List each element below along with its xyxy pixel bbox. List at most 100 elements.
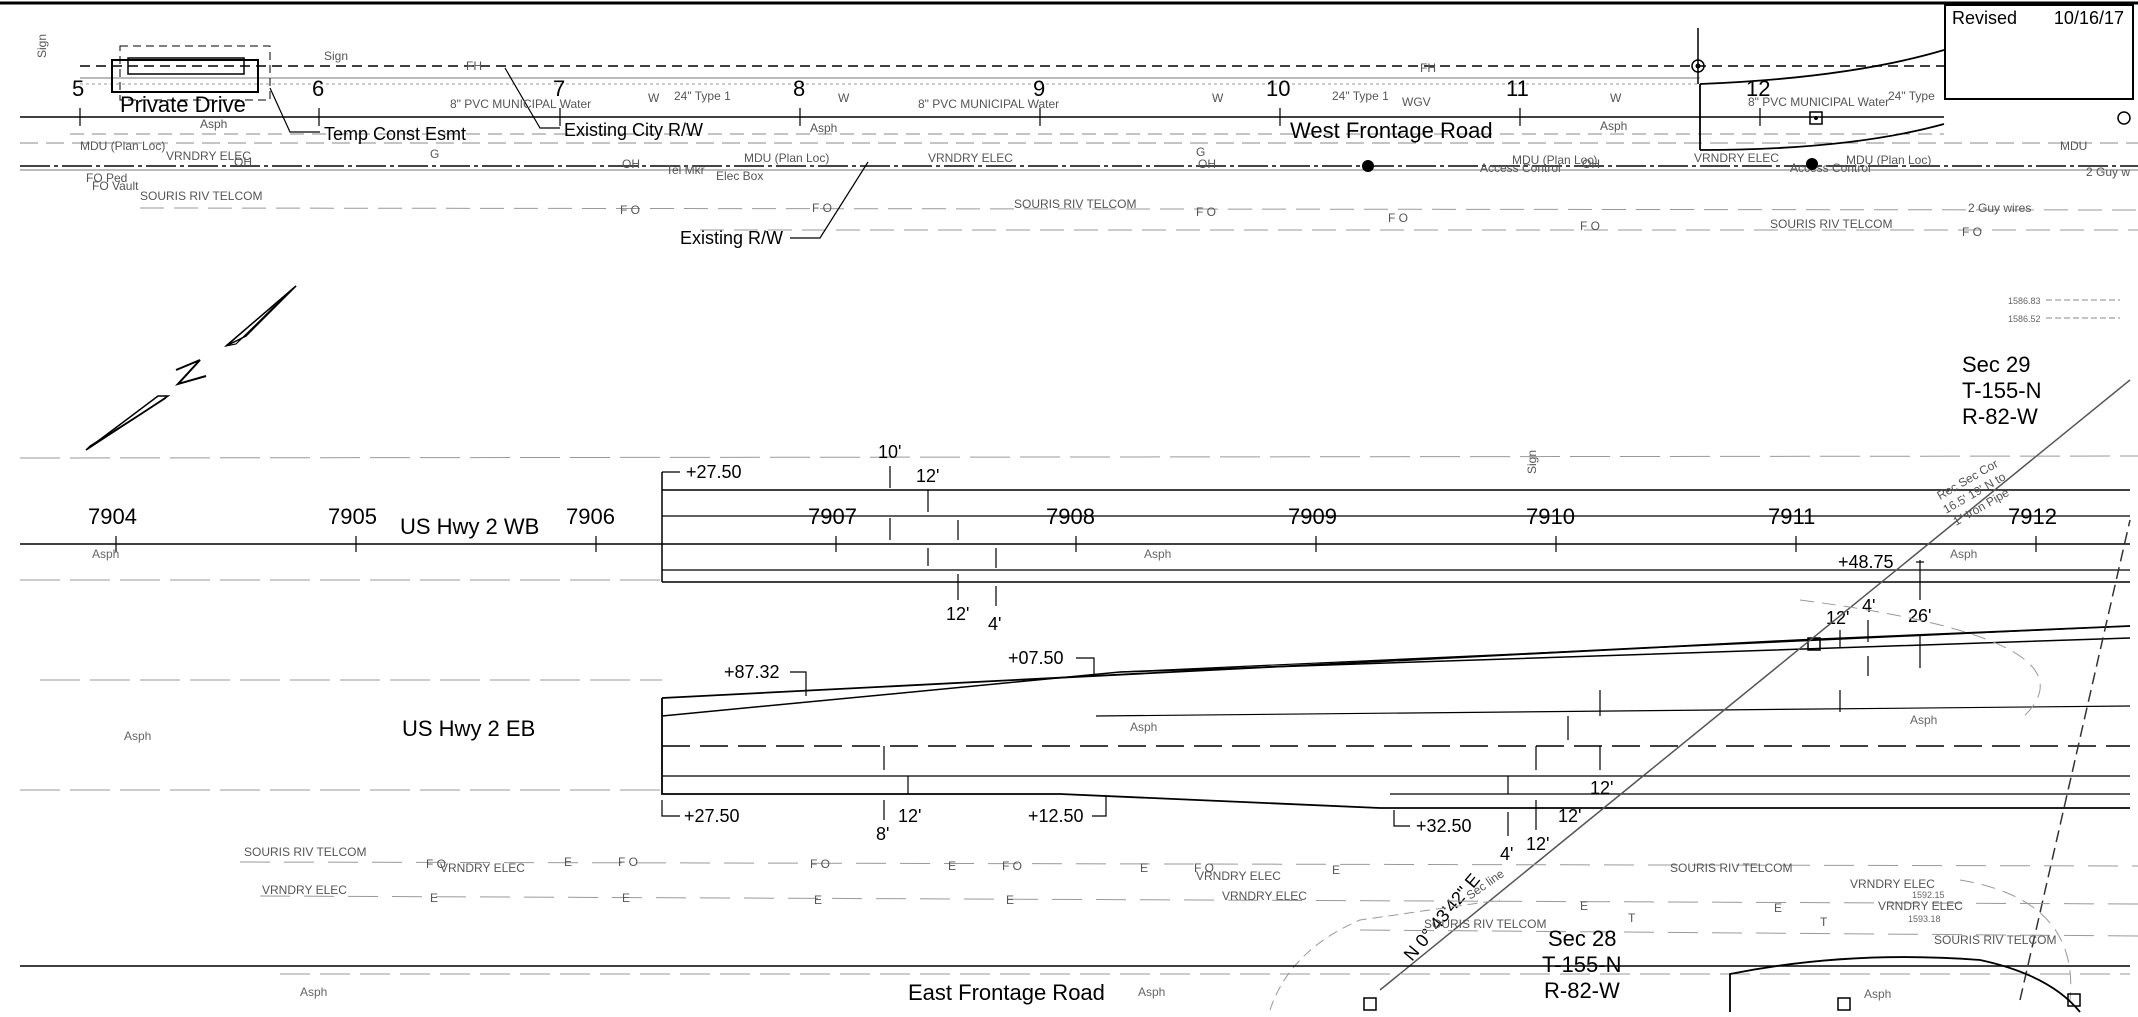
utility-label: Asph [1600,119,1627,133]
revised-date: 10/16/17 [2053,8,2124,28]
utility-label: E [1140,861,1148,875]
dim-label: 12' [946,604,969,624]
utility-label: VRNDRY ELEC [440,861,525,875]
sec28-township: T-155-N [1542,952,1621,977]
offset-label: +32.50 [1416,816,1472,836]
station-7905: 7905 [328,504,377,529]
station-7912: 7912 [2008,504,2057,529]
utility-label: MDU (Plan Loc) [744,151,829,165]
utility-label: Access Control [1480,161,1561,175]
offset-label: +48.75 [1838,552,1894,572]
elevation-label: 1586.52 [2008,314,2041,324]
utility-label: SOURIS RIV TELCOM [244,845,366,859]
station-7906: 7906 [566,504,615,529]
asph-label: Asph [1864,987,1891,1001]
station-11: 11 [1506,76,1529,101]
utility-label: F O [1196,205,1216,219]
existing-rw-callout: Existing R/W [680,228,783,248]
station-7909: 7909 [1288,504,1337,529]
utility-label: Sign [324,49,348,63]
dim-label: 4' [988,614,1001,634]
private-drive-label: Private Drive [120,92,246,117]
utility-label: VRNDRY ELEC [1196,869,1281,883]
asph-label: Asph [1138,985,1165,999]
dim-label: 12' [1526,834,1549,854]
dim-label: 26' [1908,606,1931,626]
sign-label: Sign [1525,450,1539,474]
utility-label: OH [622,157,640,171]
offset-label: +27.50 [684,806,740,826]
frontage-road-curve [1699,49,1945,85]
utility-label: VRNDRY ELEC [1222,889,1307,903]
station-10: 10 [1266,76,1290,101]
asph-label: Asph [1910,713,1937,727]
dim-label: 8' [876,824,889,844]
utility-label: F O [1194,861,1214,875]
utility-label: 8" PVC MUNICIPAL Water [1748,95,1889,109]
asph-label: Asph [300,985,327,999]
utility-label: Elec Box [716,169,763,183]
utility-label: 24" Type 1 [1332,89,1389,103]
station-7908: 7908 [1046,504,1095,529]
offset-label: +27.50 [686,462,742,482]
station-7: 7 [553,76,565,101]
utility-label: SOURIS RIV TELCOM [1770,217,1892,231]
utility-label: SOURIS RIV TELCOM [1934,933,2056,947]
utility-label: F O [1962,225,1982,239]
dim-label: 4' [1862,596,1875,616]
utility-label: 8" PVC MUNICIPAL Water [450,97,591,111]
utility-label: MDU (Plan Loc) [80,139,165,153]
elevation-label: 1586.83 [2008,296,2041,306]
offset-label: +07.50 [1008,648,1064,668]
dim-label: 12' [916,466,939,486]
asph-label: Asph [1130,720,1157,734]
dim-label: 12' [1558,806,1581,826]
utility-label: F O [812,201,832,215]
sec28-range: R-82-W [1544,978,1620,1003]
utility-label: WGV [1402,95,1431,109]
utility-label: 2 Guy wires [1968,201,2031,215]
station-5: 5 [72,76,84,101]
elevation-label: 1593.18 [1908,914,1941,924]
utility-label: 24" Type 1 [674,89,731,103]
utility-label: T [1820,915,1828,929]
utility-label: FH [466,59,482,73]
utility-label: G [430,147,439,161]
utility-label: F O [618,855,638,869]
offset-label: +87.32 [724,662,780,682]
utility-label: OH [1198,157,1216,171]
temp-const-esmt-callout: Temp Const Esmt [324,124,466,144]
utility-label: VRNDRY ELEC [1850,877,1935,891]
utility-label: VRNDRY ELEC [928,151,1013,165]
utility-label: SOURIS RIV TELCOM [1014,197,1136,211]
utility-label: F O [1580,219,1600,233]
sec29-range: R-82-W [1962,404,2038,429]
east-frontage-road-label: East Frontage Road [908,980,1105,1005]
private-drive-outline [111,59,259,93]
existing-city-rw-callout: Existing City R/W [564,120,703,140]
utility-label: E [1332,863,1340,877]
utility-label: E [1580,899,1588,913]
asph-label: Asph [92,547,119,561]
sec29-township: T-155-N [1962,378,2041,403]
utility-label: SOURIS RIV TELCOM [1424,917,1546,931]
utility-label: W [648,91,660,105]
dim-label: 12' [1590,778,1613,798]
utility-label: MDU (Plan Loc) [1846,153,1931,167]
utility-label: F O [1388,211,1408,225]
section-line [1379,379,2131,991]
utility-label: SOURIS RIV TELCOM [140,189,262,203]
us2-eb-label: US Hwy 2 EB [402,716,535,741]
utility-label: Asph [810,121,837,135]
utility-label: FO Ped [86,171,127,185]
utility-label: Access Control [1790,161,1871,175]
utility-label: F O [1002,859,1022,873]
asph-label: Asph [124,729,151,743]
sec29-label: Sec 29 [1962,352,2031,377]
asph-label: Asph [1950,547,1977,561]
utility-label: F O [620,203,640,217]
station-6: 6 [312,76,324,101]
asph-label: Asph [1144,547,1171,561]
station-9: 9 [1033,76,1045,101]
utility-label: OH [234,155,252,169]
